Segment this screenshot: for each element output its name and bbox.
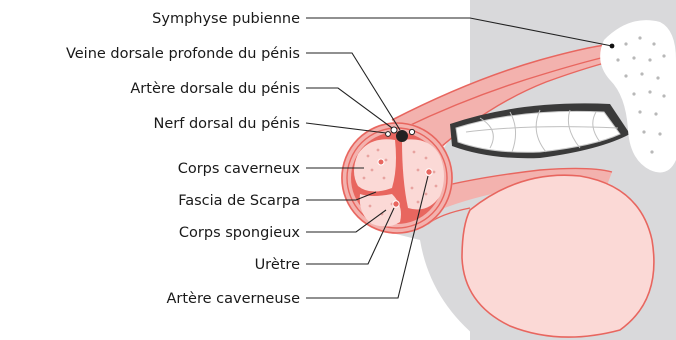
label-fascia-de-scarpa: Fascia de Scarpa (178, 193, 300, 209)
urethra (393, 201, 399, 207)
artery-left (378, 159, 384, 165)
dorsal-nerve (386, 132, 391, 137)
label-nerf-dorsal: Nerf dorsal du pénis (154, 116, 300, 132)
label-corps-spongieux: Corps spongieux (179, 225, 300, 241)
leader-veine (306, 53, 400, 130)
label-artere-caverneuse: Artère caverneuse (166, 291, 300, 307)
dorsal-artery-right (409, 129, 414, 134)
label-corps-caverneux: Corps caverneux (178, 161, 301, 177)
label-uretre: Urètre (255, 257, 301, 273)
scrotum (462, 175, 654, 337)
artery-cavernous (426, 169, 432, 175)
label-artere-dorsale: Artère dorsale du pénis (130, 81, 300, 97)
label-symphyse-pubienne: Symphyse pubienne (152, 11, 300, 27)
dorsal-vein (396, 130, 408, 142)
penis-cross-section (341, 122, 453, 234)
leader-artere-dorsale (306, 88, 392, 128)
label-veine-dorsale: Veine dorsale profonde du pénis (66, 46, 300, 62)
